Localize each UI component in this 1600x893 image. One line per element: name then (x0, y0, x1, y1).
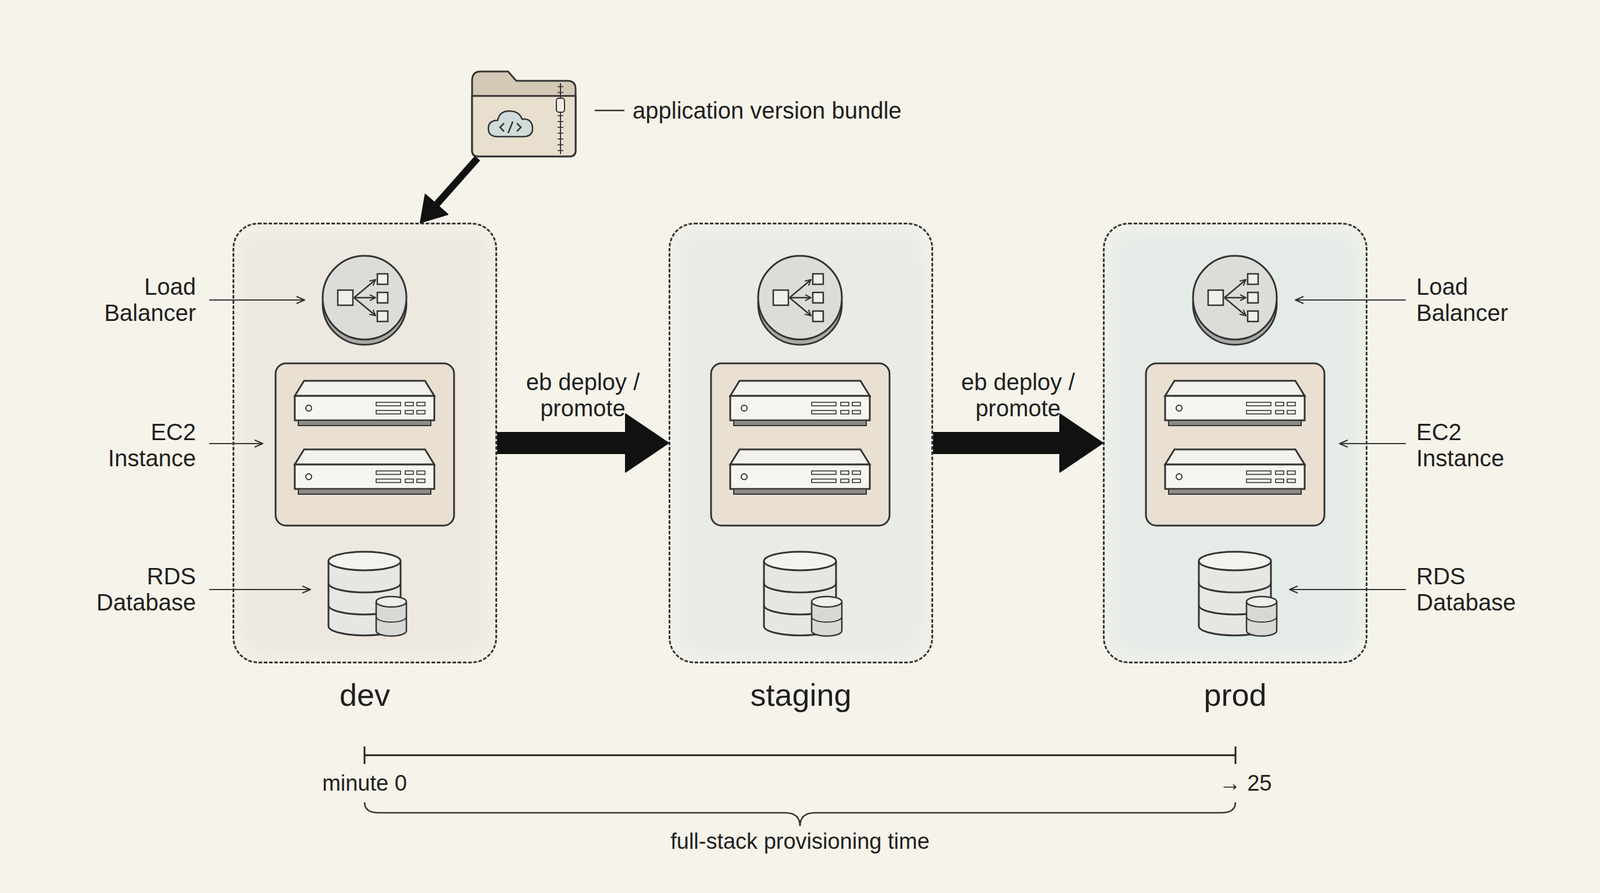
upload-arrow (420, 158, 478, 223)
leader-line (1289, 588, 1406, 591)
arrow-shaft (436, 158, 478, 206)
edge-label: eb deploy / promote (504, 369, 662, 422)
environment-name: prod (1104, 676, 1366, 713)
zipper-tooth (557, 150, 564, 152)
leader-line (209, 299, 305, 301)
zipper-tooth (557, 138, 564, 140)
folder-outline (467, 63, 580, 159)
bundle-label: application version bundle (632, 97, 902, 124)
promote-arrow (933, 413, 1103, 473)
timeline-mark: minute 0 (322, 770, 407, 796)
component-callout: EC2 Instance (1416, 419, 1539, 472)
environment-box: dev (232, 222, 498, 664)
bundle-folder: application version bundle (467, 63, 580, 159)
zipper-tooth (557, 132, 564, 134)
zipper-tooth (557, 144, 564, 146)
leader-line (209, 443, 263, 445)
zipper-tooth (557, 91, 564, 94)
staging-stack (711, 255, 890, 637)
edge-label: eb deploy / promote (939, 369, 1097, 422)
leader-line (1295, 299, 1406, 301)
environment-box: prod (1102, 222, 1368, 664)
code-glyph (500, 121, 521, 134)
arrow-head (420, 194, 448, 223)
span-caption: full-stack provisioning time (670, 829, 930, 855)
arrow-head (1059, 413, 1103, 473)
zipper-line (559, 83, 562, 155)
dev-stack (275, 255, 455, 637)
arrow-shaft (933, 431, 1062, 455)
environment-box: staging (668, 222, 934, 664)
component-callout: Load Balancer (73, 273, 196, 327)
leader-line (209, 588, 311, 591)
timeline-tick (1234, 746, 1237, 764)
arrow-head (625, 413, 669, 473)
environment-name: dev (234, 676, 496, 713)
leader-line (594, 109, 625, 112)
environment-name: staging (670, 676, 932, 713)
zipper-pull (556, 98, 565, 113)
arrow-shaft (497, 431, 627, 455)
timeline-mark: → 25 (1219, 770, 1273, 796)
zipper-tooth (557, 115, 564, 117)
promote-arrow (497, 413, 669, 473)
zipper-tooth (557, 126, 564, 128)
zipper-tooth (557, 86, 564, 88)
timeline-tick (363, 746, 366, 764)
span-brace (364, 802, 1236, 827)
prod-stack (1145, 255, 1325, 637)
folder-back (472, 71, 576, 157)
zipper-tooth (557, 120, 564, 123)
cloud-icon (488, 111, 533, 137)
component-callout: RDS Database (73, 563, 196, 616)
component-callout: EC2 Instance (73, 419, 196, 472)
timeline-axis (364, 754, 1236, 757)
component-callout: RDS Database (1416, 563, 1539, 616)
component-callout: Load Balancer (1416, 273, 1539, 327)
leader-line (1339, 443, 1406, 445)
